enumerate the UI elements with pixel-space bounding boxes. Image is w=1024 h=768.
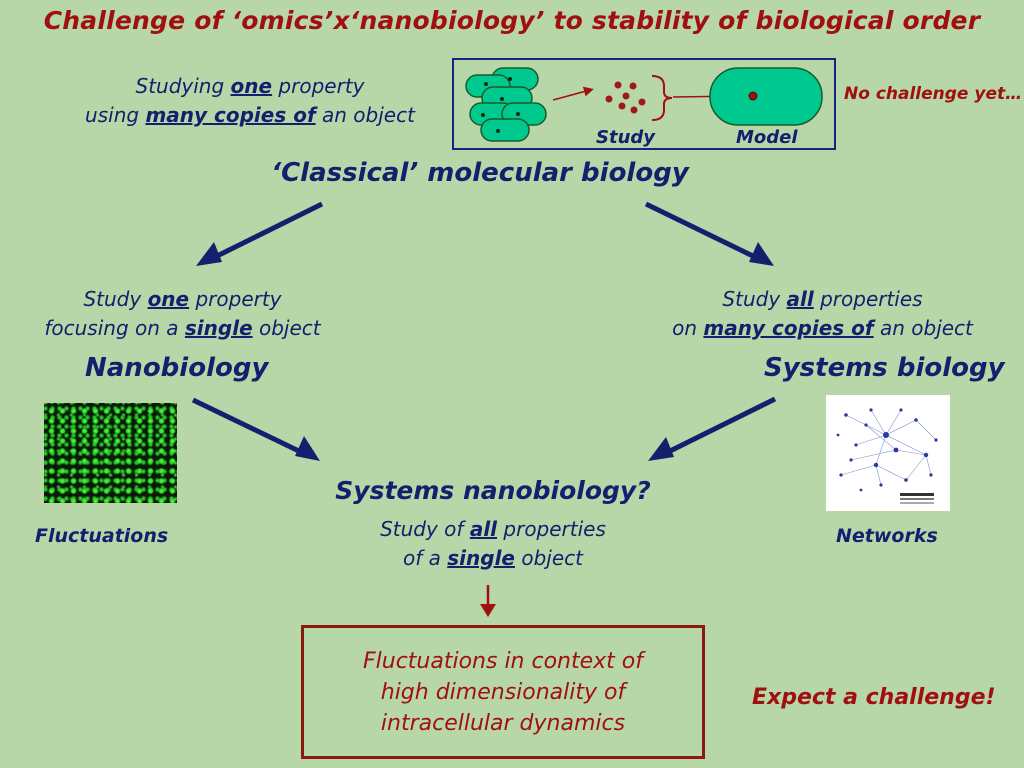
arrow-classical-to-nano [211, 201, 324, 261]
model-label: Model [736, 127, 798, 148]
nano-heading: Nanobiology [85, 353, 269, 383]
arrow-systems-to-sysnano [664, 396, 777, 456]
sysnano-heading: Systems nanobiology? [335, 476, 651, 505]
systems-description: Study all properties on many copies of a… [672, 287, 973, 340]
arrow-nano-to-sysnano [191, 397, 305, 456]
arrow-sysnano-to-conclusion [480, 585, 496, 617]
study-arrow-icon [552, 86, 594, 101]
conclusion-box: Fluctuations in context of high dimensio… [301, 625, 705, 759]
fluctuations-image [44, 403, 177, 503]
study-label: Study [596, 127, 656, 148]
fluctuations-label: Fluctuations [35, 525, 169, 547]
brace-icon [651, 75, 673, 121]
classical-inset-box [452, 58, 836, 150]
network-graph-icon [836, 408, 938, 504]
sysnano-description: Study of all properties of a single obje… [380, 517, 606, 570]
no-challenge-note: No challenge yet… [844, 84, 1023, 104]
classical-heading: ‘Classical’ molecular biology [271, 158, 689, 188]
networks-label: Networks [836, 525, 938, 547]
arrow-head-classical-to-systems [749, 242, 774, 266]
systems-heading: Systems biology [764, 353, 1005, 383]
expect-challenge-note: Expect a challenge! [752, 685, 996, 710]
model-cell-icon [709, 67, 823, 126]
classical-description: Studying one property using many copies … [85, 74, 415, 127]
arrow-head-nano-to-sysnano [295, 436, 320, 461]
slide-title: Challenge of ‘omics’x‘nanobiology’ to st… [43, 6, 981, 35]
nano-description: Study one property focusing on a single … [44, 287, 321, 340]
arrow-head-classical-to-nano [196, 242, 222, 266]
network-image [826, 395, 950, 511]
conclusion-line-3: intracellular dynamics [380, 710, 626, 736]
conclusion-line-1: Fluctuations in context of [362, 648, 643, 674]
cell-cluster-icon [465, 67, 547, 142]
model-nucleus-icon [748, 91, 758, 101]
conclusion-line-2: high dimensionality of [380, 679, 626, 705]
arrow-classical-to-systems [644, 201, 759, 261]
arrow-head-systems-to-sysnano [648, 437, 674, 461]
molecules-icon [605, 81, 646, 114]
